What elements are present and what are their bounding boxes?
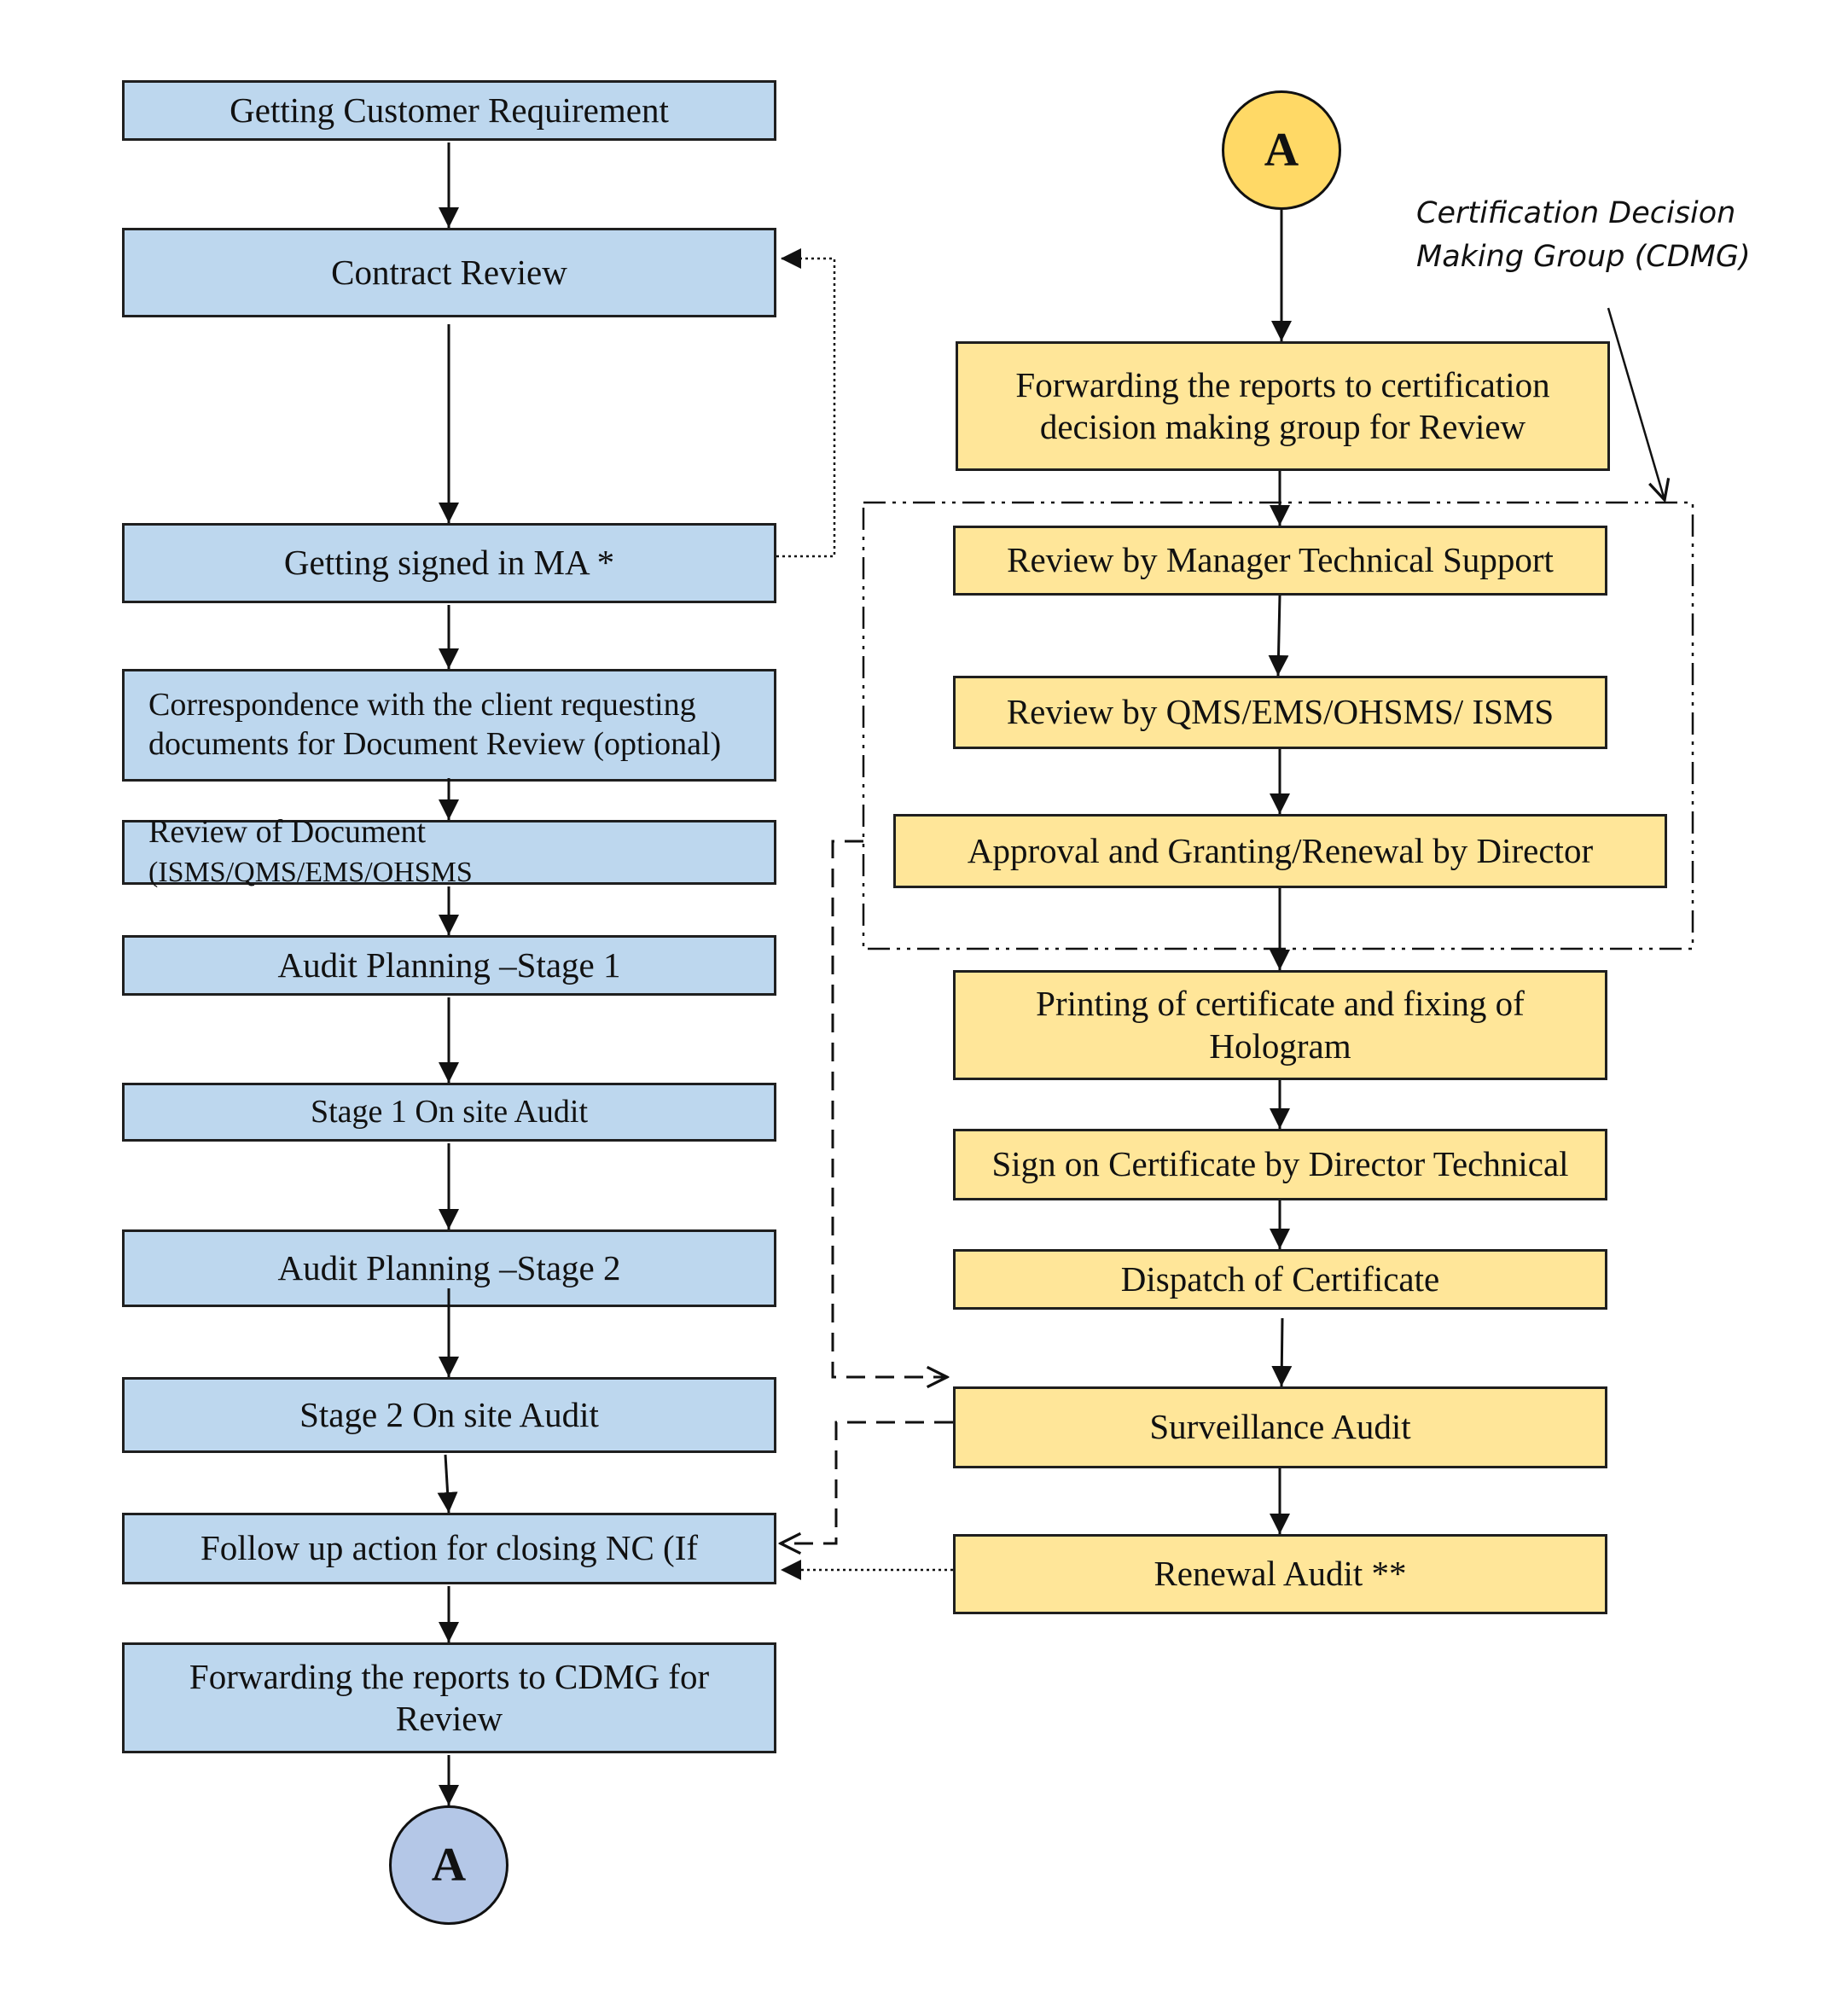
step-label: Getting Customer Requirement bbox=[230, 90, 669, 130]
step-forwarding-reports-certification-group: Forwarding the reports to certification … bbox=[956, 341, 1610, 471]
feedback-ma-to-contract-review bbox=[776, 248, 836, 558]
step-stage-2-on-site-audit: Stage 2 On site Audit bbox=[122, 1377, 776, 1453]
step-label: Review by QMS/EMS/OHSMS/ ISMS bbox=[1006, 692, 1555, 732]
step-label: Stage 1 On site Audit bbox=[310, 1093, 589, 1130]
step-label: Review of Document (ISMS/QMS/EMS/OHSMS bbox=[148, 814, 473, 888]
step-label: Stage 2 On site Audit bbox=[299, 1394, 599, 1434]
dashed-approval-to-surveillance bbox=[831, 840, 947, 1377]
step-label: Getting signed in MA * bbox=[283, 543, 615, 583]
step-review-by-qms-ems-ohsms-isms: Review by QMS/EMS/OHSMS/ ISMS bbox=[953, 676, 1607, 749]
step-forwarding-reports-to-cdmg: Forwarding the reports to CDMG for Revie… bbox=[122, 1642, 776, 1753]
step-label: Dispatch of Certificate bbox=[1120, 1258, 1440, 1299]
step-label: Review by Manager Technical Support bbox=[1007, 540, 1554, 580]
step-getting-customer-requirement: Getting Customer Requirement bbox=[122, 80, 776, 141]
step-sign-certificate-director-technical: Sign on Certificate by Director Technica… bbox=[953, 1129, 1607, 1200]
step-audit-planning-stage-1: Audit Planning –Stage 1 bbox=[122, 935, 776, 996]
step-label: Follow up action for closing NC (If bbox=[200, 1528, 699, 1568]
step-label: Forwarding the reports to CDMG for Revie… bbox=[189, 1656, 710, 1738]
step-label: Approval and Granting/Renewal by Directo… bbox=[967, 830, 1594, 870]
step-approval-granting-renewal-director: Approval and Granting/Renewal by Directo… bbox=[893, 814, 1667, 888]
step-review-manager-technical-support: Review by Manager Technical Support bbox=[953, 526, 1607, 596]
step-label: Printing of certificate and fixing of Ho… bbox=[1036, 984, 1525, 1066]
step-surveillance-audit: Surveillance Audit bbox=[953, 1386, 1607, 1468]
step-renewal-audit: Renewal Audit ** bbox=[953, 1534, 1607, 1614]
step-dispatch-of-certificate: Dispatch of Certificate bbox=[953, 1249, 1607, 1310]
step-contract-review: Contract Review bbox=[122, 228, 776, 317]
step-correspondence-with-client: Correspondence with the client requestin… bbox=[122, 669, 776, 782]
step-label: Surveillance Audit bbox=[1149, 1407, 1411, 1447]
step-label: Correspondence with the client requestin… bbox=[148, 687, 722, 762]
step-label: Forwarding the reports to certification … bbox=[1015, 364, 1550, 446]
step-label: Sign on Certificate by Director Technica… bbox=[991, 1144, 1569, 1184]
step-review-of-document: Review of Document (ISMS/QMS/EMS/OHSMS bbox=[122, 814, 776, 888]
connector-a-top: A bbox=[1222, 90, 1341, 210]
dashed-surveillance-to-follow-up bbox=[781, 1421, 953, 1543]
step-stage-1-on-site-audit: Stage 1 On site Audit bbox=[122, 1083, 776, 1142]
cdmg-note-pointer bbox=[1607, 307, 1665, 500]
cdmg-group-note: Certification Decision Making Group (CDM… bbox=[1416, 196, 1751, 274]
step-printing-certificate-hologram: Printing of certificate and fixing of Ho… bbox=[953, 970, 1607, 1080]
step-getting-signed-in-ma: Getting signed in MA * bbox=[122, 523, 776, 603]
arrow-left-9 bbox=[437, 1454, 458, 1514]
step-label: Audit Planning –Stage 2 bbox=[277, 1247, 621, 1287]
step-label: Audit Planning –Stage 1 bbox=[277, 944, 621, 985]
step-label: Contract Review bbox=[331, 252, 567, 292]
arrow-right-8 bbox=[1271, 1317, 1293, 1387]
connector-a-bottom: A bbox=[389, 1805, 508, 1925]
connector-label: A bbox=[431, 1839, 467, 1892]
arrow-right-3 bbox=[1268, 595, 1289, 677]
step-follow-up-action-closing-nc: Follow up action for closing NC (If bbox=[122, 1513, 776, 1584]
step-label: Renewal Audit ** bbox=[1154, 1554, 1407, 1594]
connector-label: A bbox=[1264, 124, 1299, 177]
step-audit-planning-stage-2: Audit Planning –Stage 2 bbox=[122, 1229, 776, 1307]
